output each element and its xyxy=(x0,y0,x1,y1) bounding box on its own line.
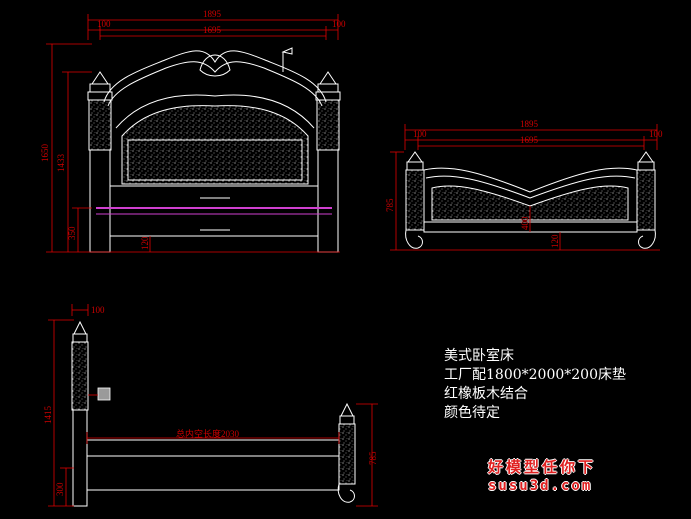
note-mattress: 工厂配1800*2000*200床垫 xyxy=(444,367,626,383)
watermark-slogan: 好模型任你下 xyxy=(488,458,597,476)
side-dimensions: 100 1415 300 总内空长度2030 785 xyxy=(43,304,378,507)
headboard-arch xyxy=(115,94,315,129)
side-foot-height: 785 xyxy=(368,451,378,465)
headboard-inner-frame xyxy=(127,139,303,181)
footboard-right-post xyxy=(636,151,656,249)
footboard-top-curve xyxy=(423,167,638,193)
headboard-right-post xyxy=(315,71,341,253)
side-rail-top xyxy=(86,439,340,457)
side-post-width: 100 xyxy=(91,305,105,315)
footboard-rail xyxy=(423,221,638,233)
hb-total-height: 1650 xyxy=(40,144,50,163)
fb-right-offset: 100 xyxy=(649,129,663,139)
hb-left-offset: 100 xyxy=(97,19,111,29)
side-view xyxy=(71,320,356,507)
side-total-height: 1415 xyxy=(43,406,53,425)
note-material: 红橡板木结合 xyxy=(444,386,528,402)
headboard-crest-inner xyxy=(107,61,323,107)
footboard-dimensions: 1895 100 100 1695 785 400 120 xyxy=(385,119,663,251)
fb-rail-height: 120 xyxy=(550,234,560,248)
note-color: 颜色待定 xyxy=(444,405,500,421)
side-bottom-height: 300 xyxy=(55,482,65,496)
hb-rail-height: 120 xyxy=(140,236,150,250)
hb-inner-width: 1695 xyxy=(203,25,222,35)
flag-marker xyxy=(281,47,293,72)
headboard-left-post xyxy=(87,71,113,253)
side-bed-length: 总内空长度2030 xyxy=(176,428,240,439)
headboard-crest-outer xyxy=(103,50,327,103)
headboard-dimensions: 1895 100 100 1695 1650 1433 350 120 xyxy=(40,9,346,253)
footboard-top-curve-2 xyxy=(425,175,636,199)
footboard-view xyxy=(405,151,656,249)
headboard-panel xyxy=(121,105,309,185)
footboard-panel xyxy=(431,185,629,221)
hb-overall-width: 1895 xyxy=(203,9,222,19)
footboard-left-post xyxy=(405,151,425,249)
fb-overall-width: 1895 xyxy=(520,119,539,129)
side-head-post xyxy=(71,320,89,507)
rail-arrows xyxy=(200,197,230,231)
fb-panel-height: 400 xyxy=(520,216,530,230)
fb-left-offset: 100 xyxy=(413,129,427,139)
headboard-view xyxy=(87,47,341,253)
watermark-url: susu3d.com xyxy=(488,478,593,494)
fb-inner-width: 1695 xyxy=(520,135,539,145)
side-bracket xyxy=(97,387,111,401)
hb-panel-height: 1433 xyxy=(56,154,66,173)
crest-ornament xyxy=(199,54,231,77)
hb-bottom-height: 350 xyxy=(67,226,77,240)
note-title: 美式卧室床 xyxy=(444,348,514,364)
hb-right-offset: 100 xyxy=(332,19,346,29)
drawing-notes: 美式卧室床 工厂配1800*2000*200床垫 红橡板木结合 颜色待定 xyxy=(444,347,626,423)
side-foot-post xyxy=(337,402,356,503)
side-rail xyxy=(86,455,340,491)
fb-height: 785 xyxy=(385,198,395,212)
